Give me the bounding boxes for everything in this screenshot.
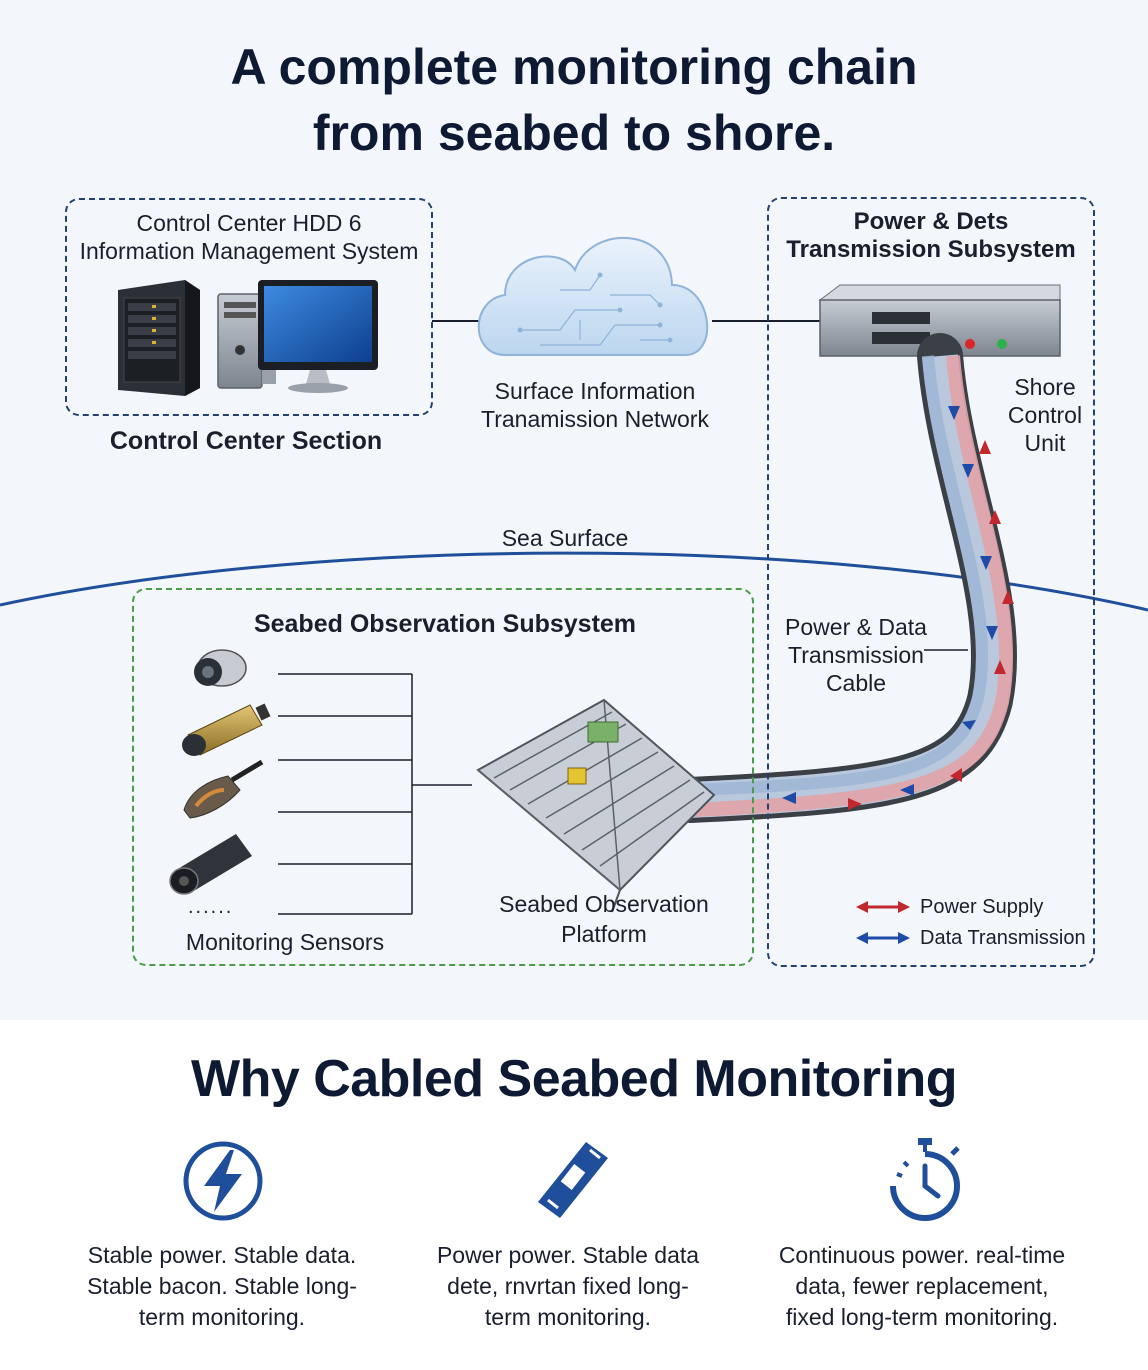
- main-title: A complete monitoring chain from seabed …: [0, 34, 1148, 166]
- monitoring-sensors-label: Monitoring Sensors: [185, 929, 385, 955]
- stopwatch-icon: [890, 1138, 960, 1221]
- platform-label: Seabed Observation Platform: [499, 891, 709, 947]
- cable-flow-arrows: [782, 406, 1014, 810]
- hydrophone-sensor-icon: [169, 834, 252, 895]
- seabed-platform-icon: [476, 698, 716, 913]
- shore-control-unit-label: Shore Control Unit: [1007, 374, 1083, 456]
- cloud-network-icon: [477, 237, 709, 356]
- sea-surface-label: Sea Surface: [501, 525, 629, 551]
- network-label: Surface Information Tranamission Network: [481, 378, 709, 432]
- why-section-title: Why Cabled Seabed Monitoring: [190, 1050, 958, 1108]
- cylinder-sensor-icon: [182, 703, 271, 756]
- control-center-section-label: Control Center Section: [109, 427, 383, 455]
- seabed-subsystem-title: Seabed Observation Subsystem: [253, 610, 637, 638]
- benefit-text-3: Continuous power. real-time data, fewer …: [778, 1242, 1066, 1330]
- cable-label: Power & Data Transmission Cable: [785, 614, 927, 696]
- control-center-box: [65, 198, 433, 416]
- probe-sensor-icon: [183, 759, 264, 819]
- main-title-line2: from seabed to shore.: [312, 105, 836, 161]
- main-title-line1: A complete monitoring chain: [230, 39, 918, 95]
- control-center-system-label: Control Center HDD 6 Information Managem…: [79, 210, 419, 264]
- diagram-graphics: [0, 237, 1148, 944]
- legend-data-arrow-icon: [856, 932, 910, 944]
- benefit-text-2: Power power. Stable data dete, rnvrtan f…: [436, 1242, 700, 1330]
- server-tower-icon: [118, 280, 200, 396]
- legend-power-label: Power Supply: [920, 896, 1044, 918]
- lightning-bolt-icon: [183, 1141, 263, 1221]
- sensor-bus-lines: [278, 673, 472, 915]
- legend-power-arrow-icon: [856, 901, 910, 913]
- power-subsystem-title: Power & Dets Transmission Subsystem: [786, 208, 1076, 263]
- shore-control-unit-icon: [818, 284, 1061, 357]
- sensor-ellipsis: ......: [188, 896, 234, 918]
- power-data-cable: [667, 333, 1018, 823]
- power-subsystem-box: [767, 197, 1095, 967]
- monitor-icon: [258, 280, 378, 393]
- camera-sensor-icon: [194, 649, 247, 687]
- cable-connector-icon: [538, 1142, 608, 1218]
- legend-data-label: Data Transmission: [920, 927, 1086, 949]
- seabed-subsystem-box: [132, 588, 754, 966]
- benefit-text-1: Stable power. Stable data. Stable bacon.…: [87, 1242, 357, 1330]
